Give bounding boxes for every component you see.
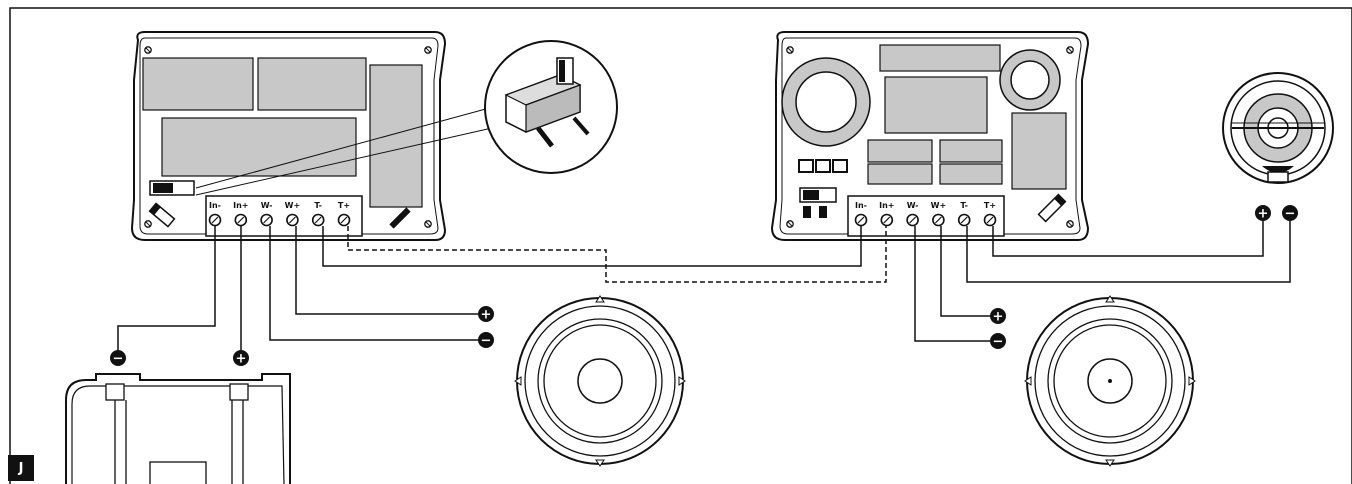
terminal-label: W- bbox=[261, 201, 273, 210]
component-block bbox=[939, 163, 1003, 185]
terminal-tminus: T- bbox=[311, 201, 325, 227]
terminal-tplus: T+ bbox=[337, 201, 351, 227]
plus-symbol: + bbox=[1255, 205, 1271, 222]
terminal-strip bbox=[205, 195, 363, 237]
switch-zoom-detail bbox=[484, 40, 618, 174]
component-block bbox=[1011, 112, 1067, 190]
component-block bbox=[369, 64, 423, 208]
terminal-label: T+ bbox=[984, 201, 996, 210]
component-block bbox=[142, 57, 254, 111]
plus-symbol: + bbox=[233, 350, 249, 367]
svg-text:+: + bbox=[481, 308, 492, 323]
terminal-label: W+ bbox=[285, 201, 301, 210]
terminal-label: T- bbox=[960, 201, 968, 210]
svg-text:−: − bbox=[993, 335, 1004, 350]
plus-symbol: + bbox=[990, 308, 1006, 325]
diagram-frame bbox=[9, 7, 1352, 484]
component-block bbox=[939, 139, 1003, 163]
terminal-wplus: W+ bbox=[931, 201, 947, 227]
terminal-label: T+ bbox=[338, 201, 350, 210]
terminal-inminus: In- bbox=[208, 201, 222, 227]
terminal-label: In+ bbox=[879, 201, 894, 210]
component-block bbox=[867, 163, 933, 185]
component-block bbox=[884, 76, 988, 134]
left-crossover: In- In+ W- W+ T- T+ bbox=[130, 31, 494, 241]
svg-text:+: + bbox=[236, 352, 247, 367]
terminal-label: In+ bbox=[233, 201, 248, 210]
woofer-left bbox=[514, 295, 686, 467]
fuse-icon bbox=[1037, 193, 1067, 223]
terminal-wminus: W- bbox=[906, 201, 919, 227]
component-block bbox=[867, 139, 933, 163]
terminal-wplus: W+ bbox=[285, 201, 301, 227]
tweeter bbox=[1222, 72, 1334, 184]
terminal-strip bbox=[847, 195, 1005, 237]
component-block bbox=[161, 117, 357, 177]
minus-symbol: − bbox=[478, 332, 494, 349]
svg-text:−: − bbox=[113, 352, 124, 367]
jumper-block bbox=[798, 159, 848, 173]
terminal-inminus: In- bbox=[854, 201, 868, 227]
terminal-label: In- bbox=[855, 201, 867, 210]
terminal-inplus: In+ bbox=[879, 201, 894, 227]
terminal-label: W+ bbox=[931, 201, 947, 210]
svg-text:−: − bbox=[481, 334, 492, 349]
terminal-tminus: T- bbox=[957, 201, 971, 227]
right-crossover: In- In+ W- W+ T- T+ bbox=[770, 31, 1090, 241]
component-block bbox=[257, 57, 367, 111]
terminal-tplus: T+ bbox=[983, 201, 997, 227]
terminal-label: In- bbox=[209, 201, 221, 210]
woofer-right bbox=[1024, 295, 1196, 467]
wiring bbox=[117, 221, 1291, 350]
svg-text:+: + bbox=[993, 310, 1004, 325]
minus-symbol: − bbox=[110, 350, 126, 367]
component-block bbox=[879, 44, 1001, 72]
svg-text:+: + bbox=[1258, 207, 1269, 222]
screwdriver-icon bbox=[389, 207, 411, 229]
plus-symbol: + bbox=[478, 306, 494, 323]
amplifier bbox=[65, 373, 291, 484]
terminal-wminus: W- bbox=[260, 201, 273, 227]
page-marker-badge: J bbox=[8, 455, 34, 481]
fuse-icon bbox=[148, 202, 176, 228]
terminal-label: T- bbox=[314, 201, 322, 210]
minus-symbol: − bbox=[990, 333, 1006, 350]
terminal-inplus: In+ bbox=[233, 201, 248, 227]
terminal-label: W- bbox=[907, 201, 919, 210]
minus-symbol: − bbox=[1282, 205, 1298, 222]
svg-text:−: − bbox=[1285, 207, 1296, 222]
